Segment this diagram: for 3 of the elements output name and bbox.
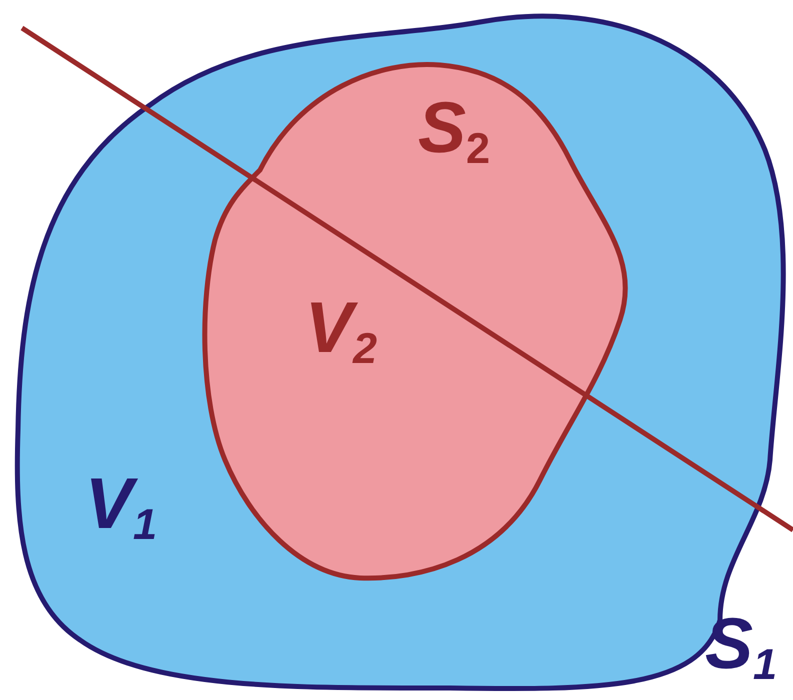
region-label: V$_{2}$ xyxy=(305,292,378,371)
region-label: V$_{1}$ xyxy=(85,468,158,547)
surface-label: S$_{2}$ xyxy=(418,92,490,171)
